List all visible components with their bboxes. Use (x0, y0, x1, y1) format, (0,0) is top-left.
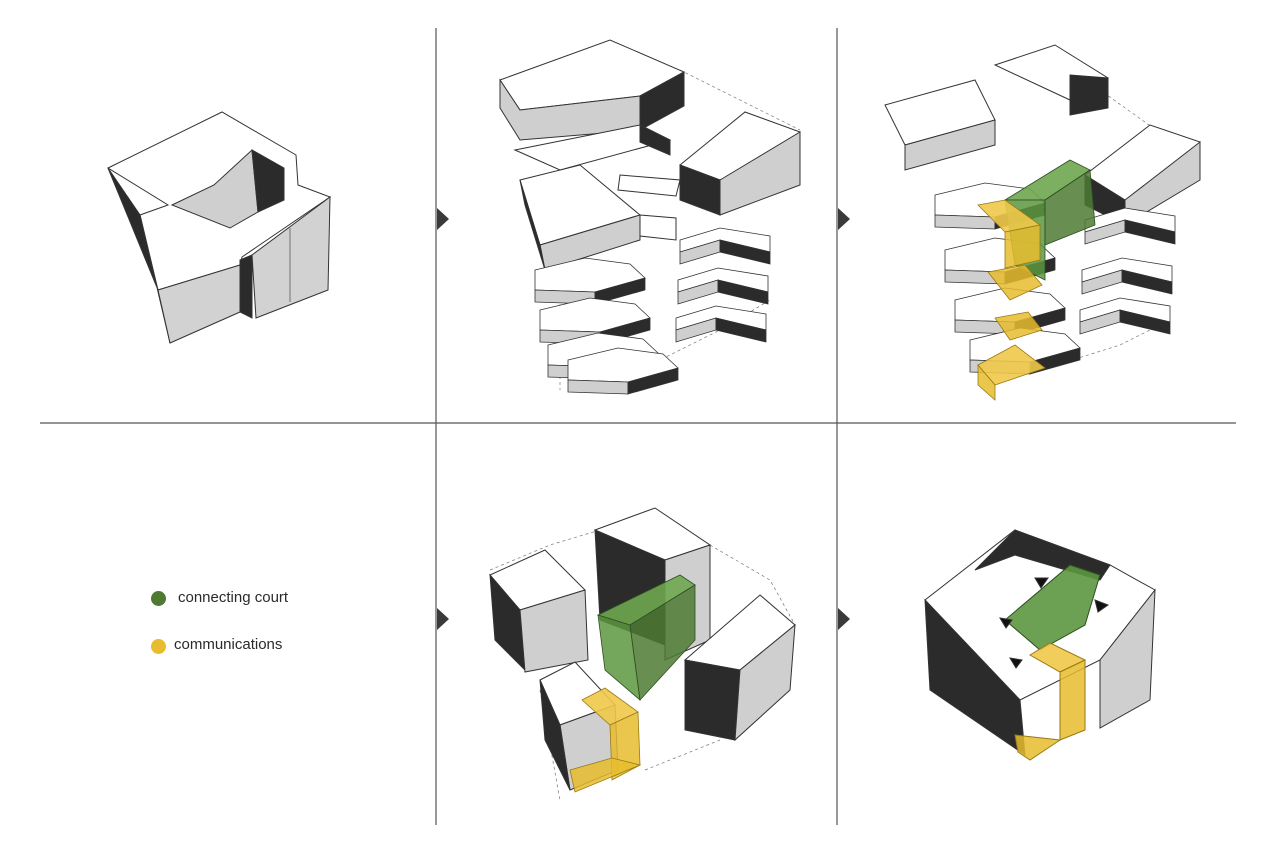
final-court-bridge (1004, 564, 1101, 651)
slab-top-left-front (904, 119, 996, 171)
communications-core-volume-5 (569, 687, 642, 793)
slab-inner-2 (617, 174, 681, 197)
slab-inner-3 (639, 214, 677, 241)
courtyard-shadow (251, 149, 285, 213)
slab-top-right-dark (1069, 74, 1109, 116)
panel-3-slabs-court-core (884, 44, 1201, 401)
entry-marker-1 (1034, 577, 1049, 589)
legend-label-connecting-court: connecting court (178, 589, 289, 606)
slab-top-side (639, 71, 685, 131)
step-arrows (437, 208, 850, 630)
communications-core-volume (977, 199, 1046, 401)
panel-1-massing (106, 111, 332, 344)
right-light-wall (251, 195, 331, 319)
entry-marker-2 (1094, 599, 1110, 613)
panel-5-blocks (489, 507, 796, 801)
p3-slab-r3 (1081, 257, 1173, 295)
legend-label-communications: communications (174, 636, 283, 653)
block-right-light (734, 623, 796, 742)
panel-6-final-massing (924, 529, 1156, 761)
arrow-step-4 (437, 608, 449, 630)
arrow-step-1 (437, 208, 449, 230)
legend-swatch-communications (151, 639, 166, 654)
legend-swatch-connecting-court (151, 591, 166, 606)
entry-marker-4 (1009, 657, 1023, 669)
panel-2-stacked-slabs (499, 39, 801, 395)
p3-slab-r2 (1079, 297, 1171, 335)
slab-right-level-2 (675, 305, 767, 343)
block-left-light (519, 589, 589, 673)
arrow-step-5 (838, 608, 850, 630)
final-core-front (1059, 659, 1086, 741)
slab-inner-1-side (639, 124, 671, 156)
arrow-step-2 (838, 208, 850, 230)
grid-dividers (40, 28, 1236, 825)
final-core-base (1014, 734, 1062, 761)
final-right-light (1099, 588, 1156, 729)
slab-right-level-3 (677, 267, 769, 305)
connecting-court-volume-5 (596, 574, 696, 701)
front-dark-notch (239, 254, 253, 319)
slab-right-level-4 (679, 227, 771, 265)
p3-slab-r4 (1084, 207, 1176, 245)
slab-right-side (719, 131, 801, 216)
block-right-dark (684, 659, 741, 741)
entry-marker-3 (999, 617, 1013, 629)
block-front-dark (539, 679, 571, 791)
